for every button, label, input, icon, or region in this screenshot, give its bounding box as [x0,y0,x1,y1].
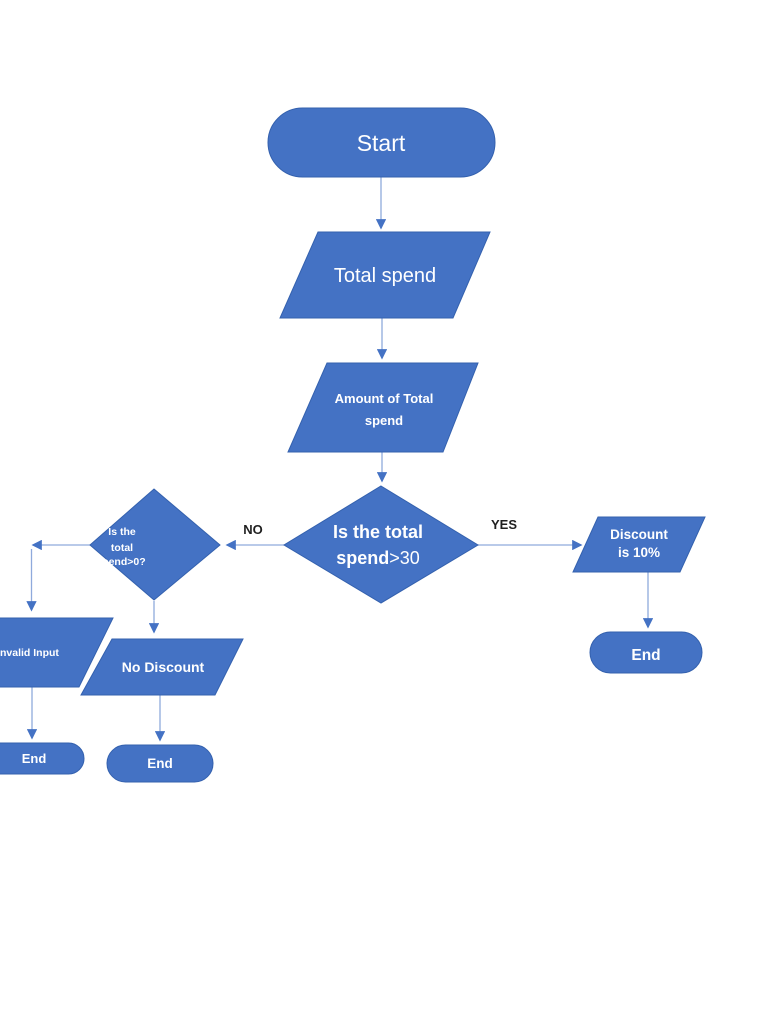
decision-valid-label-line3: spend>0? [96,556,145,568]
no-branch-label: NO [243,522,263,537]
end-discount-node [589,631,703,674]
decision-valid-node [89,488,221,601]
decision-total-label-line2: spend>30 [336,548,420,568]
decision-valid-label-line2: total [111,542,133,554]
total-spend-label: Total spend [334,265,436,287]
no-discount-node [80,638,244,696]
no-discount-label: No Discount [122,659,205,675]
end-invalid-label: End [22,751,47,766]
yes-branch-label: YES [491,517,517,532]
end-no-discount-label: End [147,756,173,771]
discount-label-line2: is 10% [618,545,660,560]
end-no-discount-node [106,744,214,783]
invalid-input-node [0,617,114,688]
decision-valid-label-line1: Is the [108,526,136,538]
end-invalid-node [0,742,85,775]
total-spend-node [279,231,491,319]
end-discount-label: End [631,647,660,664]
amount-label-line2: spend [365,413,403,428]
decision-total-label-bold: spend [336,548,389,568]
invalid-input-label: Invalid Input [0,647,59,659]
start-label: Start [357,130,406,156]
discount-label-line1: Discount [610,527,668,542]
amount-label-line1: Amount of Total [335,391,434,406]
decision-total-node [283,485,479,604]
discount-node [572,516,706,573]
start-node [267,107,496,178]
decision-total-label-line1: Is the total [333,522,423,542]
amount-node [287,362,479,453]
decision-total-label-value: >30 [389,548,420,568]
